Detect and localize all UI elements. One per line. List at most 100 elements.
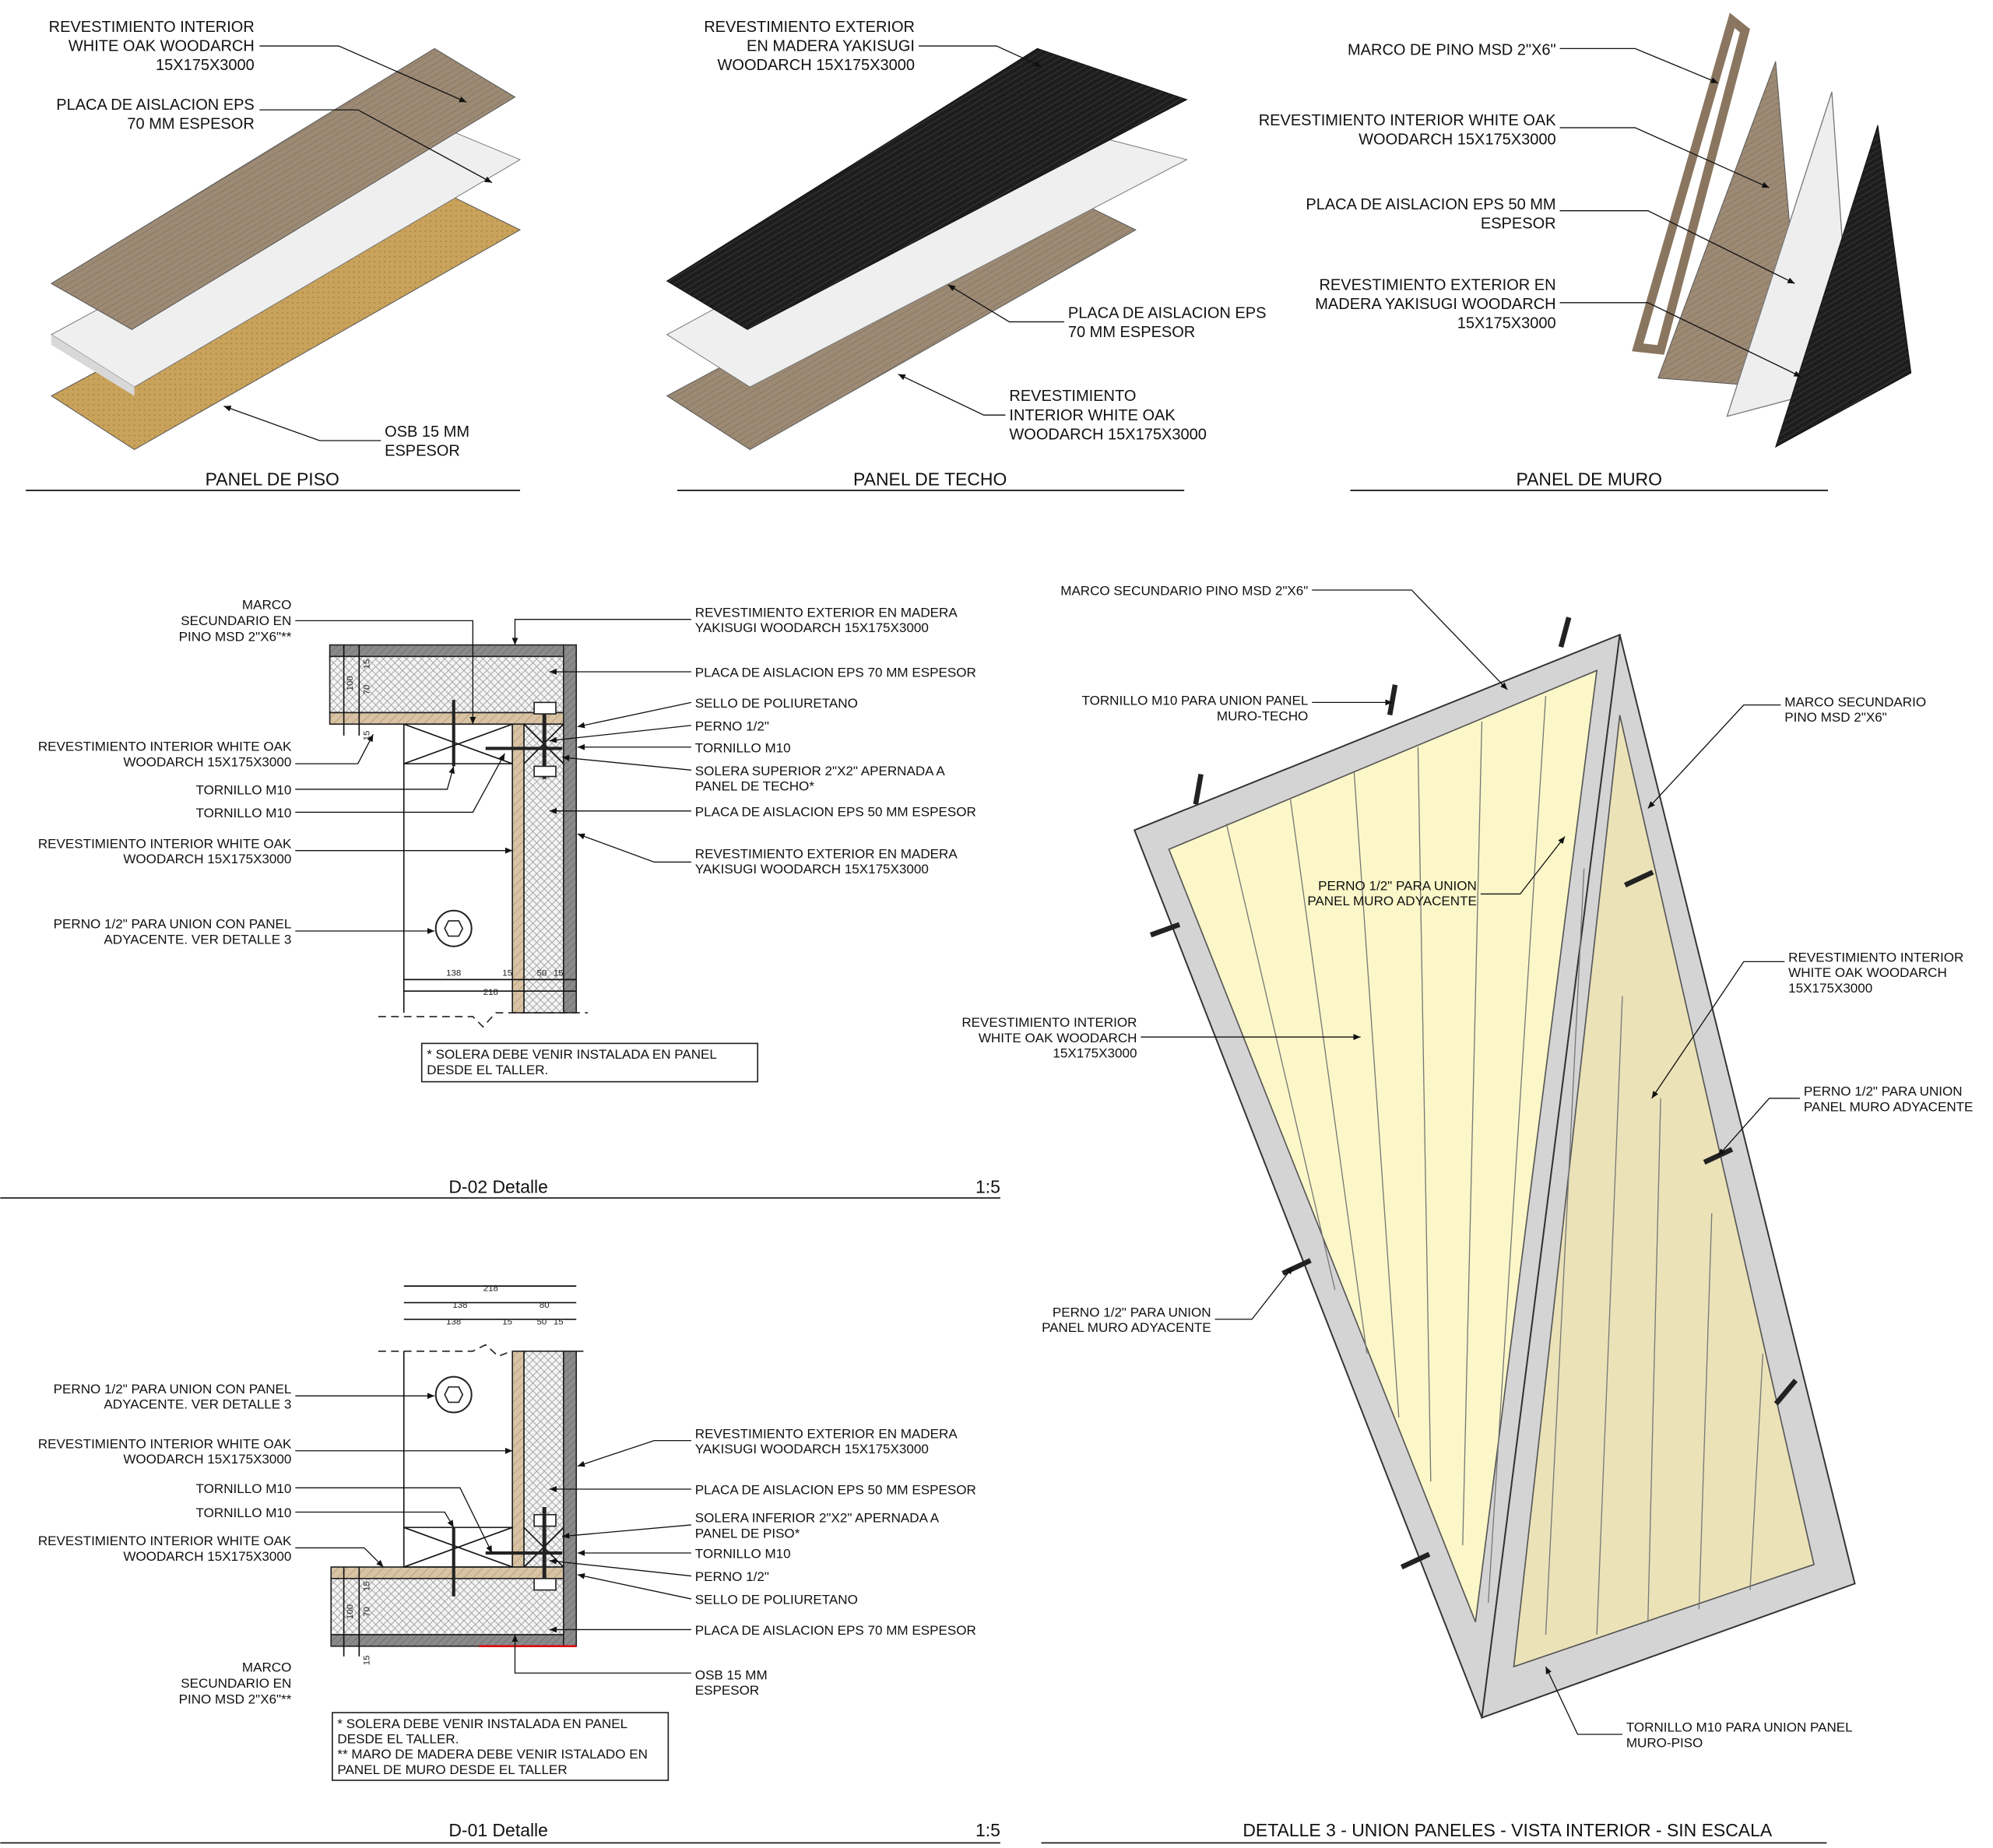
leader-line (549, 1558, 691, 1577)
detalle3-drawing (1041, 617, 1856, 1844)
panel-piso-drawing (26, 47, 522, 491)
bolt-icon (1387, 684, 1398, 716)
label-line: ESPESOR (1481, 216, 1556, 233)
dimension-value: 15 (362, 1655, 371, 1665)
label-line: PERNO 1/2" PARA UNION (1053, 1305, 1211, 1319)
leader-line (295, 1547, 384, 1568)
label-line: 70 MM ESPESOR (1068, 324, 1195, 341)
board-joint-line (1289, 798, 1368, 1354)
d01-title: D-01 Detalle (448, 1820, 548, 1840)
leader-line (1559, 210, 1795, 284)
leader-line (562, 1524, 691, 1539)
piso-title: PANEL DE PISO (206, 469, 339, 489)
label-line: WOODARCH 15X175X3000 (123, 754, 291, 769)
board-joint-line (1545, 868, 1585, 1635)
dimension-value: 15 (362, 731, 371, 741)
label-line: MARCO (242, 598, 291, 613)
d02-right-labels-4-label: TORNILLO M10 (695, 740, 791, 755)
leader-line (1559, 127, 1770, 188)
label-line: PANEL MURO ADYACENTE (1307, 894, 1477, 908)
dimension-value: 15 (362, 659, 371, 669)
yakisugi-layer (1774, 125, 1912, 448)
label-line: REVESTIMIENTO EXTERIOR EN MADERA (695, 847, 958, 862)
d02-left-labels-3-label: TORNILLO M10 (196, 806, 292, 820)
leader-line (947, 284, 1064, 323)
d02-section-drawing (0, 644, 1000, 1199)
label-line: REVESTIMIENTO (1009, 388, 1136, 405)
label-line: MARCO SECUNDARIO PINO MSD 2"X6" (1060, 584, 1308, 599)
label-line: * SOLERA DEBE VENIR INSTALADA EN PANEL (337, 1716, 627, 1731)
leader-line (259, 45, 467, 103)
leader-line (295, 766, 455, 790)
label-line: PLACA DE AISLACION EPS 50 MM ESPESOR (695, 1483, 976, 1498)
label-line: PERNO 1/2" PARA UNION (1804, 1084, 1963, 1099)
leader-line (223, 406, 381, 441)
bolt-icon (1193, 773, 1204, 805)
leader-line (1214, 1267, 1294, 1320)
label-line: REVESTIMIENTO INTERIOR WHITE OAK (38, 1534, 292, 1548)
dimension-value: 138 (446, 1317, 461, 1326)
label-line: ADYACENTE. VER DETALLE 3 (104, 1397, 291, 1412)
label-line: WOODARCH 15X175X3000 (718, 57, 915, 74)
techo-title: PANEL DE TECHO (853, 469, 1007, 489)
label-line: REVESTIMIENTO EXTERIOR EN MADERA (695, 1426, 958, 1441)
label-line: PERNO 1/2" (695, 718, 769, 733)
leader-line (577, 701, 692, 729)
label-line: OSB 15 MM (385, 423, 469, 441)
label-line: WOODARCH 15X175X3000 (123, 1549, 291, 1564)
leader-line (295, 620, 476, 725)
bolt-icon (1773, 1379, 1798, 1406)
label-line: TORNILLO M10 (695, 740, 791, 755)
right-wall-panel-face (1513, 715, 1815, 1668)
label-line: TORNILLO M10 PARA UNION PANEL (1081, 694, 1308, 708)
leader-line (1545, 1666, 1622, 1735)
label-line: WHITE OAK WOODARCH (1788, 965, 1947, 980)
d02-right-labels-6-label: PLACA DE AISLACION EPS 50 MM ESPESOR (695, 804, 976, 819)
detalle3-title: DETALLE 3 - UNION PANELES - VISTA INTERI… (1243, 1820, 1773, 1840)
label-line: TORNILLO M10 (196, 1505, 292, 1520)
dimension-value: 15 (554, 968, 564, 978)
oak-layer (50, 47, 516, 330)
dimension-value: 50 (537, 968, 547, 978)
label-line: 15X175X3000 (1457, 315, 1556, 332)
label-line: REVESTIMIENTO INTERIOR (1788, 950, 1963, 964)
bolt-icon (1624, 870, 1654, 888)
muro-labels-0-label: MARCO DE PINO MSD 2"X6" (1348, 42, 1556, 59)
label-line: PINO MSD 2"X6" (1784, 710, 1886, 725)
label-line: INTERIOR WHITE OAK (1009, 407, 1176, 424)
leader-line (259, 109, 493, 184)
leader-line (549, 725, 691, 743)
label-line: TORNILLO M10 (196, 782, 292, 797)
label-line: SOLERA SUPERIOR 2"X2" APERNADA A (695, 764, 946, 778)
label-line: PANEL MURO ADYACENTE (1042, 1320, 1211, 1335)
label-line: WOODARCH 15X175X3000 (123, 1452, 291, 1467)
d01-right-labels-6-label: PLACA DE AISLACION EPS 70 MM ESPESOR (695, 1623, 976, 1638)
label-line: PERNO 1/2" PARA UNION CON PANEL (54, 917, 292, 932)
label-line: PINO MSD 2"X6"** (179, 1692, 292, 1707)
leader-line (1651, 961, 1785, 1099)
label-line: TORNILLO M10 (196, 1481, 292, 1496)
label-line: MURO-PISO (1626, 1735, 1703, 1750)
leader-line (511, 1635, 691, 1674)
label-line: PERNO 1/2" PARA UNION (1318, 879, 1477, 894)
board-joint-line (1225, 824, 1336, 1291)
detalle3-labels-0-label: MARCO SECUNDARIO PINO MSD 2"X6" (1060, 584, 1308, 599)
d01-note-box (332, 1712, 670, 1781)
label-line: MARCO (242, 1660, 291, 1675)
label-line: 15X175X3000 (156, 57, 255, 74)
label-line: TORNILLO M10 (196, 806, 292, 820)
